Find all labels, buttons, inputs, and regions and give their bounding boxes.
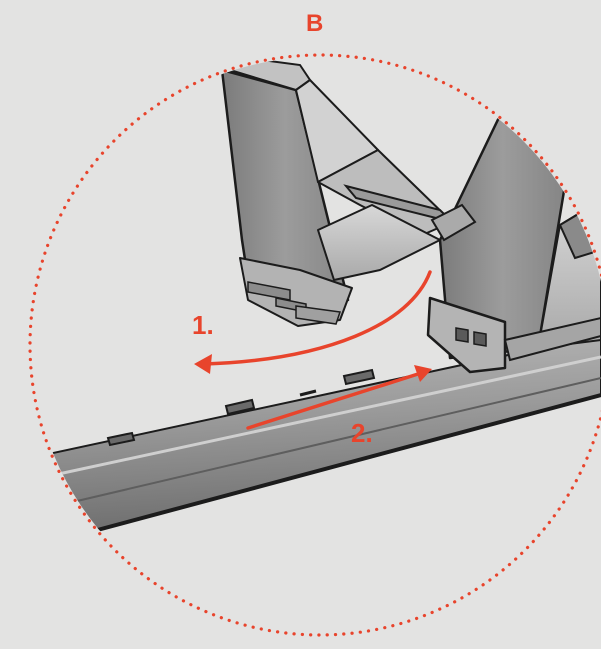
rail-slot <box>224 398 256 416</box>
rail-slot <box>342 368 376 386</box>
rail-slot <box>106 431 136 447</box>
step-one-label: 1. <box>192 310 214 340</box>
tilting-bracket <box>220 58 477 327</box>
step-two-label: 2. <box>351 418 373 448</box>
detail-label: B <box>306 10 324 37</box>
rail-slot <box>299 389 317 397</box>
detail-circle <box>28 53 601 637</box>
curved-arrow-left-icon <box>194 270 432 374</box>
straight-arrow-right-icon <box>246 365 432 430</box>
mounting-rail <box>32 334 601 534</box>
mounted-bracket <box>426 103 601 374</box>
